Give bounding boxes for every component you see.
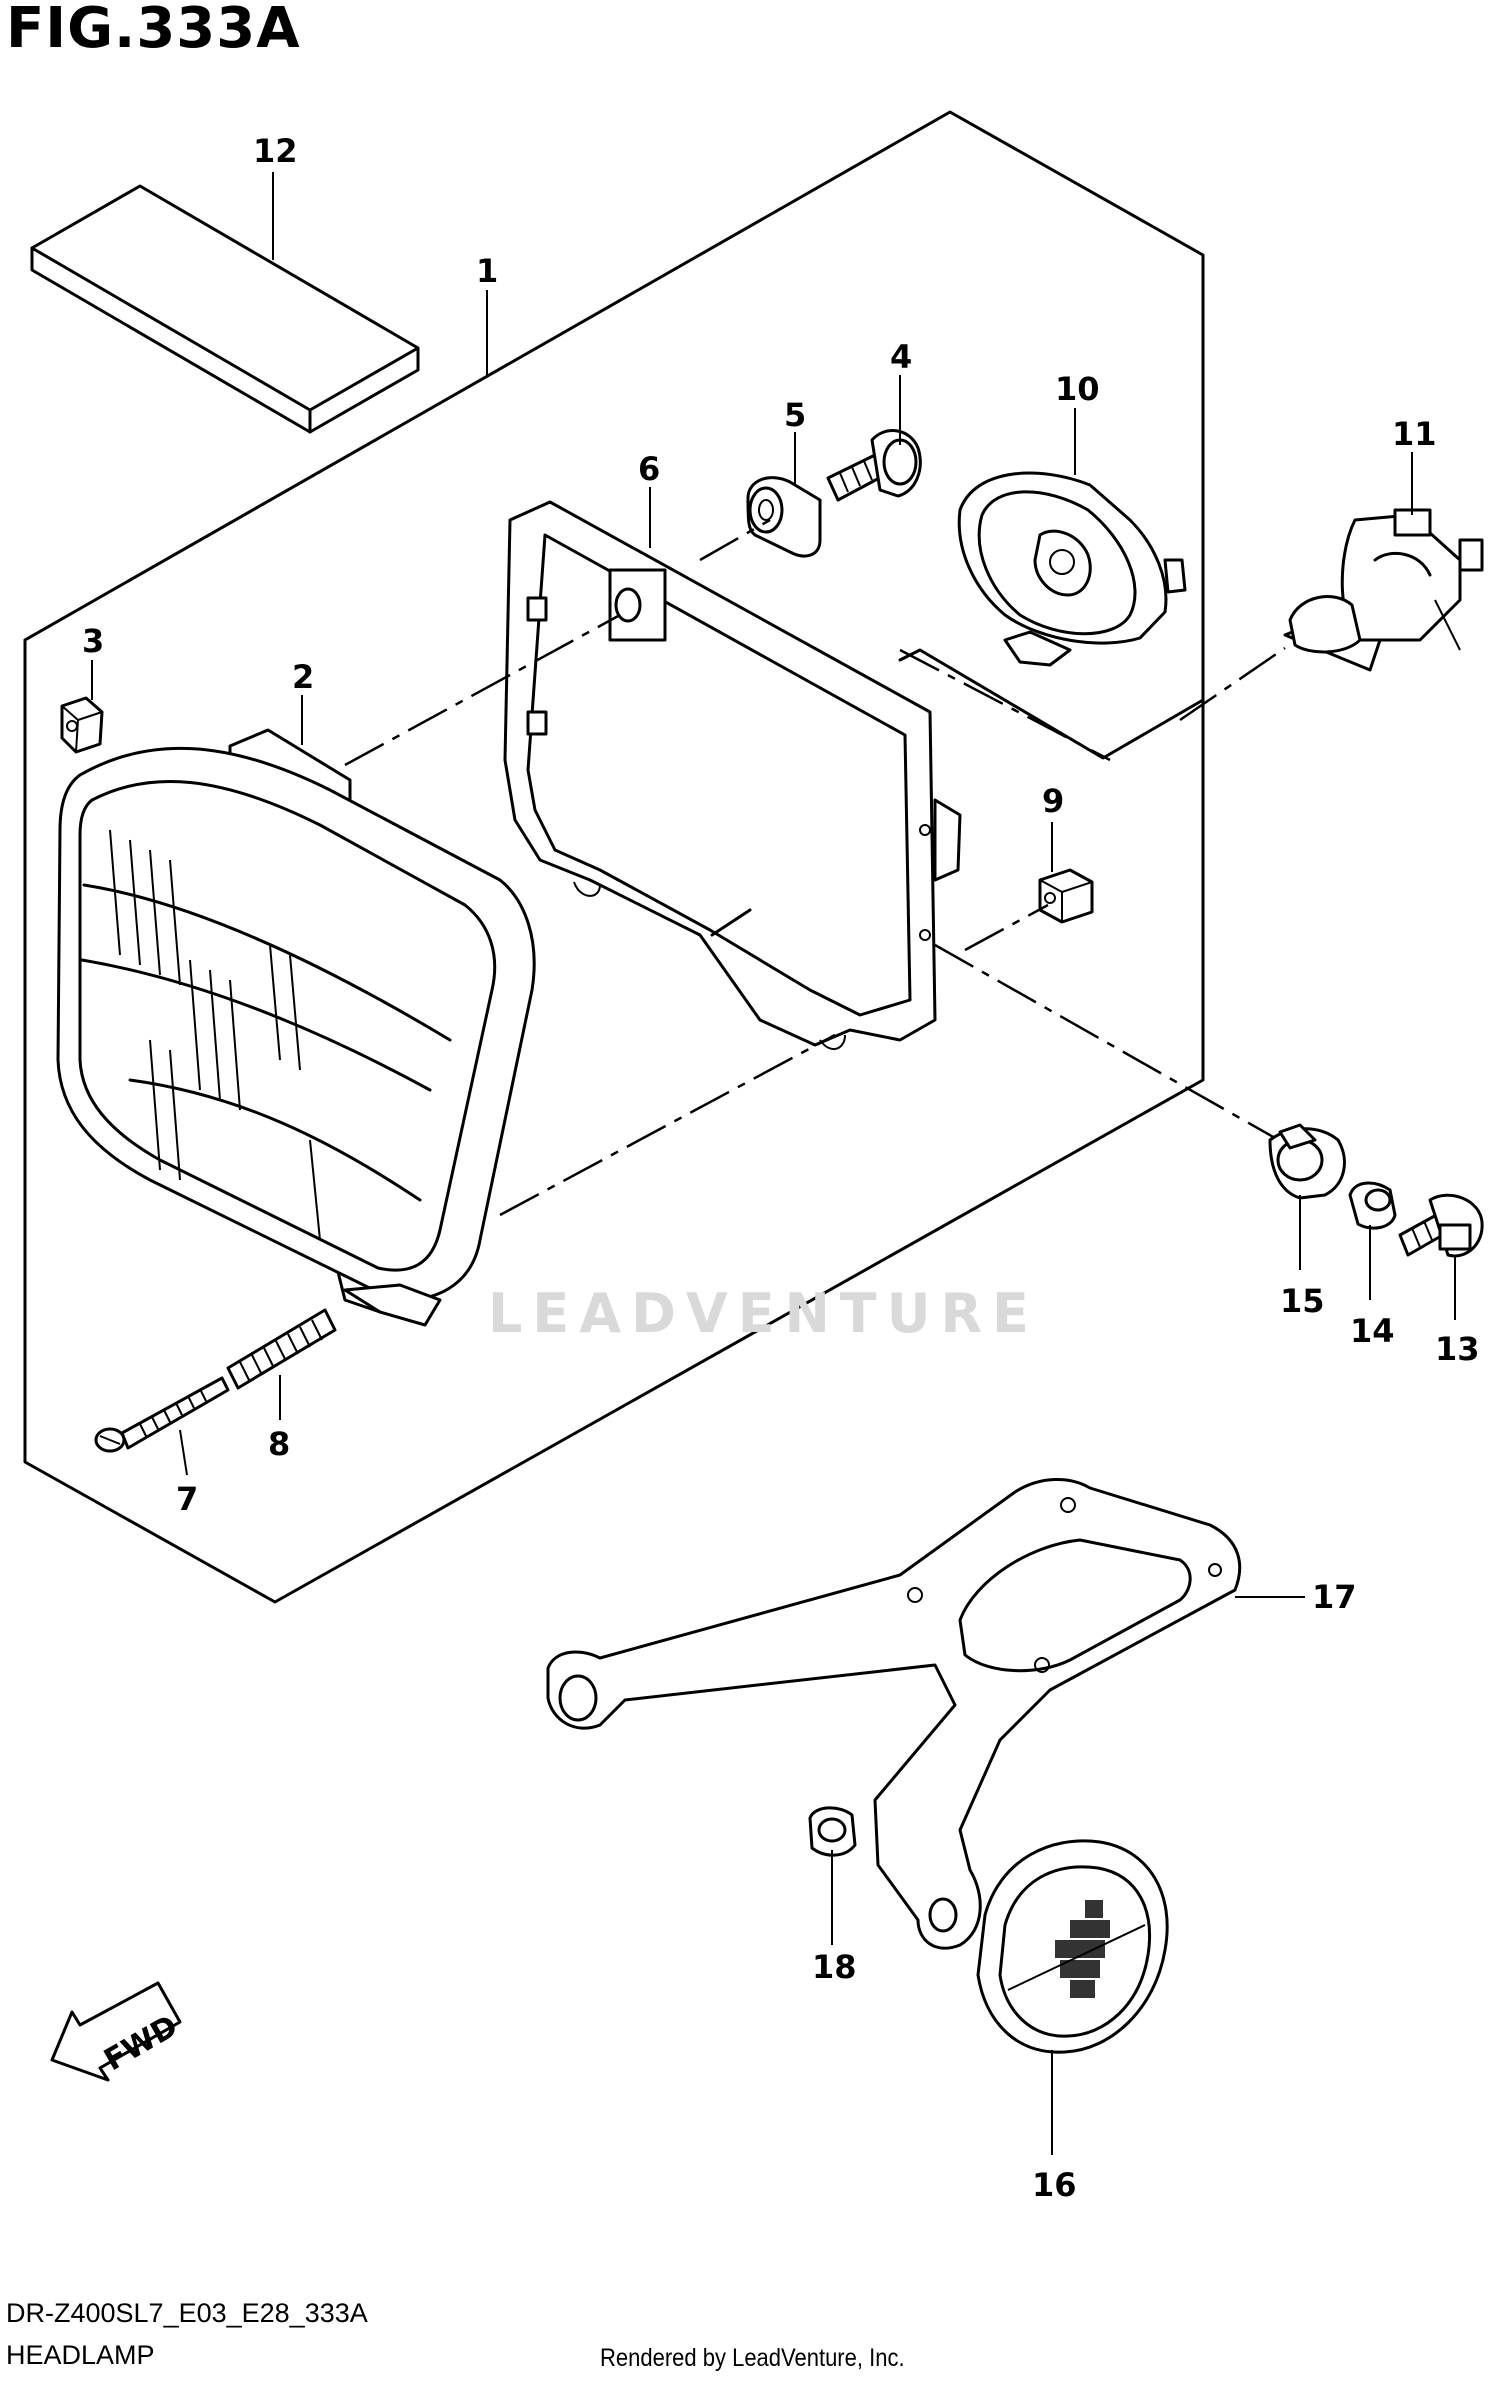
part-15-damper — [1268, 1123, 1346, 1200]
callout-numbers: 1 2 3 4 5 6 7 8 9 10 11 12 13 14 15 16 1… — [82, 132, 1480, 2204]
model-code: DR-Z400SL7_E03_E28_333A — [6, 2298, 368, 2328]
callout-10: 10 — [1055, 370, 1100, 408]
callout-16: 16 — [1032, 2166, 1077, 2204]
part-17-bracket — [546, 1478, 1242, 1950]
callout-3: 3 — [82, 622, 104, 660]
callout-5: 5 — [784, 396, 806, 434]
part-14-collar — [1348, 1181, 1397, 1230]
callout-11: 11 — [1392, 415, 1437, 453]
part-6-housing-frame — [503, 500, 962, 1050]
callout-14: 14 — [1350, 1312, 1395, 1350]
part-11-bulb — [1283, 508, 1484, 672]
part-2-headlamp-unit — [56, 728, 536, 1327]
part-9-clip-nut — [1038, 868, 1094, 924]
render-credit: Rendered by LeadVenture, Inc. — [600, 2344, 905, 2372]
callout-13: 13 — [1435, 1330, 1480, 1368]
callout-12: 12 — [253, 132, 298, 170]
part-7-adjust-screw — [94, 1376, 230, 1453]
callout-7: 7 — [176, 1480, 198, 1518]
leader-lines — [91, 172, 1456, 2155]
callout-9: 9 — [1042, 782, 1064, 820]
callout-6: 6 — [638, 450, 660, 488]
part-10-socket-cover — [957, 471, 1187, 667]
callout-1: 1 — [476, 252, 498, 290]
section-name: HEADLAMP — [6, 2340, 155, 2370]
part-18-nut — [808, 1806, 857, 1857]
assembly-outline — [23, 110, 1205, 1604]
part-5-grommet — [746, 476, 822, 558]
watermark: LEADVENTURE — [488, 1282, 1039, 1345]
callout-17: 17 — [1312, 1578, 1357, 1616]
callout-8: 8 — [268, 1425, 290, 1463]
callout-4: 4 — [890, 338, 912, 376]
callout-18: 18 — [812, 1948, 857, 1986]
callout-2: 2 — [292, 658, 314, 696]
fwd-arrow: FWD — [50, 1981, 184, 2082]
part-3-nut — [60, 696, 104, 754]
assembly-dash-lines — [344, 518, 1286, 1217]
figure-title: FIG.333A — [6, 0, 301, 61]
part-12-label-plate — [30, 184, 420, 434]
part-16-reflector — [976, 1839, 1169, 2054]
part-13-bolt — [1398, 1193, 1484, 1258]
callout-15: 15 — [1280, 1282, 1325, 1320]
part-4-screw — [826, 429, 922, 502]
part-8-spring — [226, 1308, 337, 1390]
